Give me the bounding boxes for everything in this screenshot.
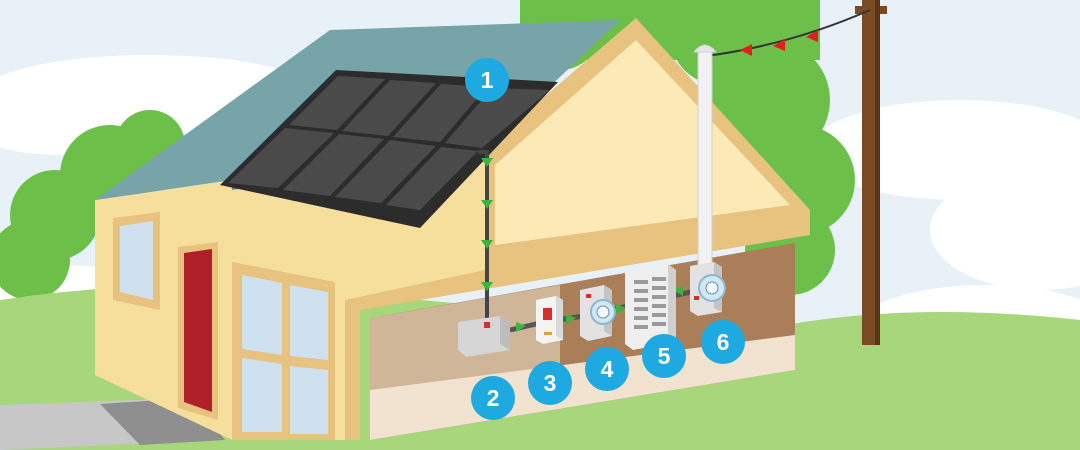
badge-2: 2 — [471, 376, 515, 420]
badge-3: 3 — [528, 361, 572, 405]
badge-4-label: 4 — [601, 356, 614, 382]
badge-1: 1 — [465, 58, 509, 102]
utility-meter-icon — [690, 44, 726, 316]
service-wire — [705, 9, 871, 57]
dc-flow-arrows — [481, 158, 493, 291]
badge-1-label: 1 — [481, 67, 494, 93]
badge-4: 4 — [585, 347, 629, 391]
production-meter-icon — [580, 285, 616, 341]
badge-6-label: 6 — [717, 329, 730, 355]
dc-wire — [478, 150, 489, 320]
side-window — [113, 212, 160, 310]
attic-cutaway — [495, 40, 790, 245]
utility-pole-icon — [855, 0, 887, 345]
breaker-panel-icon — [625, 264, 676, 350]
inverter-box-icon — [458, 316, 510, 357]
front-window — [232, 262, 335, 440]
badge-5: 5 — [642, 334, 686, 378]
solar-panel-icon — [220, 70, 558, 228]
badge-3-label: 3 — [544, 370, 557, 396]
badge-2-label: 2 — [487, 385, 500, 411]
badge-5-label: 5 — [658, 343, 671, 369]
ac-flow-arrows — [516, 286, 683, 332]
grid-power-arrows — [740, 30, 818, 56]
front-door — [178, 242, 218, 420]
disconnect-switch-icon — [536, 296, 563, 344]
badge-6: 6 — [701, 320, 745, 364]
